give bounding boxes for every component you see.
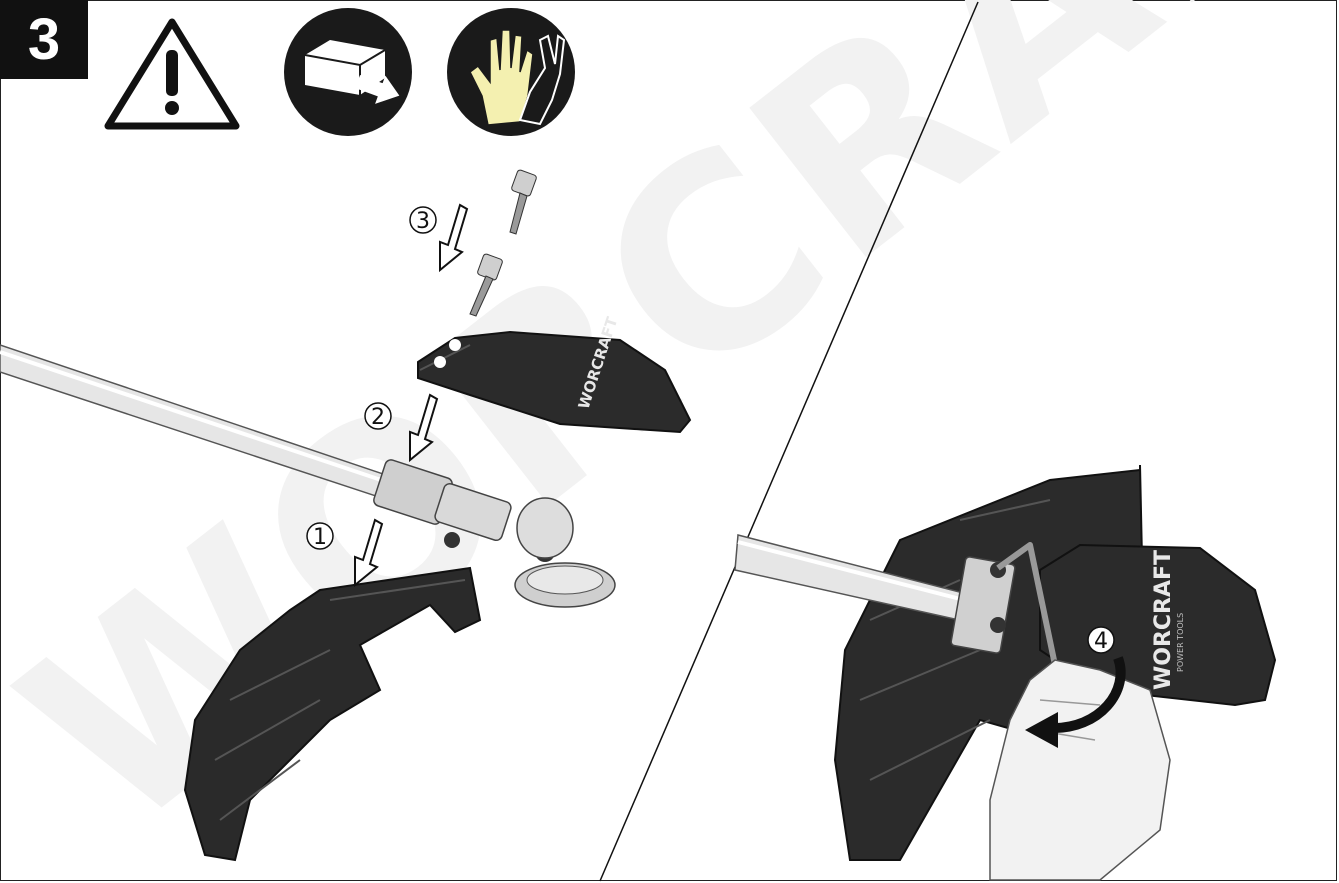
remove-battery-icon [284, 8, 412, 136]
arrow-step3 [440, 205, 467, 270]
svg-text:4: 4 [1094, 629, 1108, 654]
callout-step4: 4 [1088, 627, 1114, 654]
callout-step1: 1 [307, 523, 333, 550]
wear-gloves-icon [447, 8, 575, 136]
svg-text:2: 2 [371, 405, 385, 430]
callout-step3: 3 [410, 207, 436, 234]
warning-triangle-icon [108, 22, 236, 126]
guard-plate-sub-right: POWER TOOLS [1176, 613, 1185, 672]
step-number-badge: 3 [0, 0, 88, 79]
guard-plate-brand-right: WORCRAFT [1151, 550, 1176, 690]
callout-step2: 2 [365, 403, 391, 430]
svg-text:1: 1 [313, 525, 327, 550]
svg-text:3: 3 [416, 209, 430, 234]
